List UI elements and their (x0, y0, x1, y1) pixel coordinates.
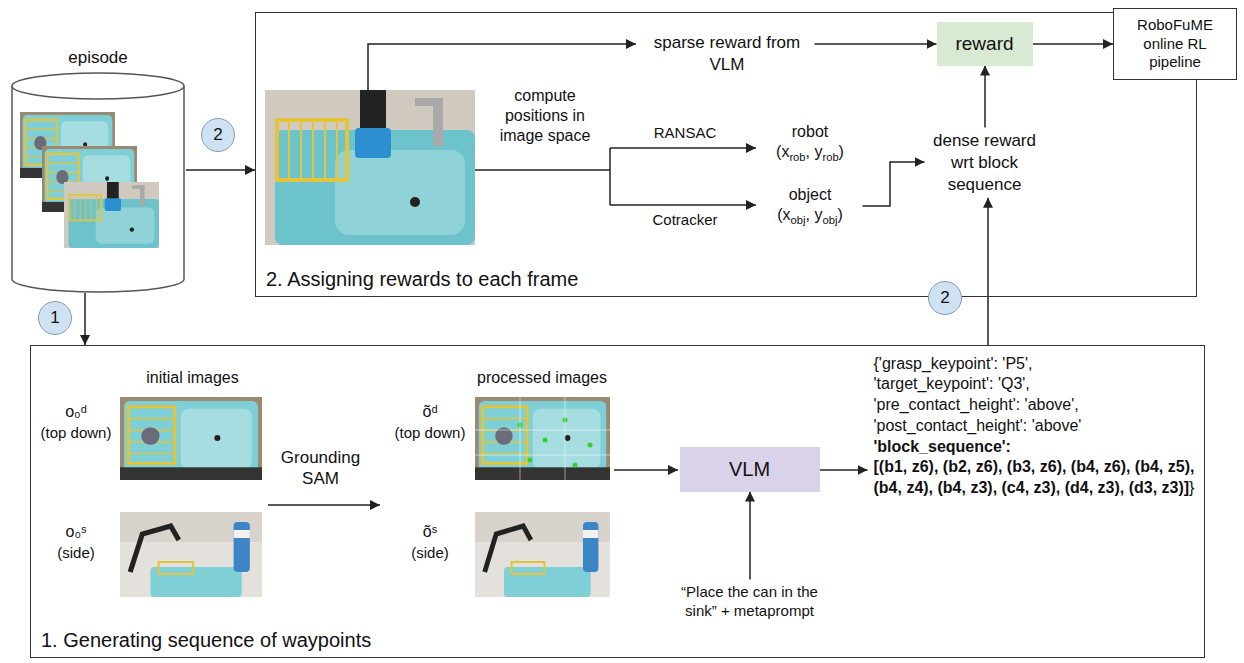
text-block: VLM (729, 457, 770, 482)
connector-arrow (863, 162, 925, 206)
text-block: dense reward wrt block sequence (929, 130, 1041, 196)
text-label: Cotracker (635, 211, 735, 230)
text-block: 1. Generating sequence of waypoints (41, 629, 371, 652)
text-label: (top down) (36, 424, 116, 443)
connector-arrow (749, 492, 751, 580)
callout-number: 1 (38, 301, 72, 335)
node-text: dense reward wrt block sequence (929, 130, 1041, 196)
text-block: {'grasp_keypoint': 'P5','target_keypoint… (874, 354, 1196, 500)
node-text: reward (955, 32, 1013, 56)
text-label: RANSAC (640, 124, 730, 143)
text-block: object(xobj, yobj) (762, 185, 859, 229)
text-block: RoboFuME online RL pipeline (1122, 16, 1228, 72)
callout-number: 2 (928, 281, 962, 315)
connector-arrow (1033, 43, 1114, 45)
node-text: rob (822, 151, 838, 163)
text-label: õˢ (390, 522, 470, 542)
text-label: Grounding SAM (268, 447, 373, 490)
text-node: sparse reward from VLM (640, 30, 815, 78)
cylinder-outline (10, 72, 186, 293)
text-label: (side) (40, 544, 112, 563)
text-label: o₀ᵈ (40, 402, 112, 422)
node-text: “Place the can in the sink” + metaprompt (679, 582, 821, 621)
node-text: obj (822, 214, 837, 226)
text-line: (xobj, yobj) (762, 205, 859, 228)
connector-arrow (815, 43, 937, 45)
text-label: o₀ˢ (40, 522, 112, 542)
node-text: ) (839, 143, 844, 160)
node-text: ) (837, 206, 842, 223)
stage-panel: 1. Generating sequence of waypoints VLM “P… (30, 345, 1205, 658)
text-node: “Place the can in the sink” + metaprompt (675, 580, 825, 623)
node-text: [(b1, z6), (b2, z6), (b3, z6), (b4, z6),… (874, 458, 1199, 496)
stage-panel: 2. Assigning rewards to each frame sparse… (255, 12, 1197, 297)
text-node: {'grasp_keypoint': 'P5','target_keypoint… (868, 352, 1200, 502)
text-node: robot(xrob, yrob) (758, 120, 863, 168)
episode-cylinder: episode (10, 48, 186, 293)
node-text: 1. Generating sequence of waypoints (41, 629, 371, 652)
node-text: obj (791, 214, 806, 226)
text-node: object(xobj, yobj) (758, 183, 863, 231)
node-text: 'post_contact_height': 'above' (874, 416, 1196, 437)
process-box: VLM (680, 447, 820, 492)
node-text: RoboFuME online RL pipeline (1122, 16, 1228, 72)
node-text: robot (762, 122, 859, 143)
node-text: object (762, 185, 859, 206)
node-text: VLM (729, 457, 770, 482)
process-box: reward (937, 22, 1033, 66)
connector-arrow (987, 198, 989, 345)
text-label: processed images (462, 368, 622, 388)
text-block: “Place the can in the sink” + metaprompt (679, 582, 821, 621)
process-box: RoboFuME online RL pipeline (1113, 8, 1237, 80)
node-text: 'block_sequence': (874, 437, 1196, 458)
text-label: (side) (390, 544, 470, 563)
node-text: } (1189, 479, 1194, 496)
text-block: robot(xrob, yrob) (762, 122, 859, 166)
connector-arrow (84, 293, 86, 345)
text-block: episode (10, 48, 186, 72)
node-text: 'pre_contact_height': 'above', (874, 395, 1196, 416)
node-text: sparse reward from VLM (644, 32, 811, 76)
text-label: initial images (115, 368, 270, 388)
node-text: 'target_keypoint': 'Q3', (874, 374, 1196, 395)
node-text: , y (806, 206, 823, 223)
node-text: rob (789, 151, 805, 163)
node-text: 2. Assigning rewards to each frame (266, 268, 578, 291)
connector-arrow (186, 169, 255, 171)
text-line: [(b1, z6), (b2, z6), (b3, z6), (b4, z6),… (874, 457, 1196, 499)
text-label: compute positions in image space (492, 86, 598, 146)
callout-number: 2 (201, 118, 235, 152)
node-text: (x (776, 143, 789, 160)
text-block: 2. Assigning rewards to each frame (266, 268, 578, 291)
text-line: (xrob, yrob) (762, 142, 859, 165)
connector-arrow (820, 469, 868, 471)
node-text: , y (806, 143, 823, 160)
text-block: reward (955, 32, 1013, 56)
text-label: (top down) (390, 424, 470, 443)
text-label: õᵈ (390, 402, 470, 422)
node-text: {'grasp_keypoint': 'P5', (874, 354, 1196, 375)
node-text: (x (777, 206, 790, 223)
text-block: sparse reward from VLM (644, 32, 811, 76)
text-node: dense reward wrt block sequence (925, 128, 1045, 198)
node-text: episode (10, 48, 186, 68)
connector-arrow (984, 66, 986, 128)
